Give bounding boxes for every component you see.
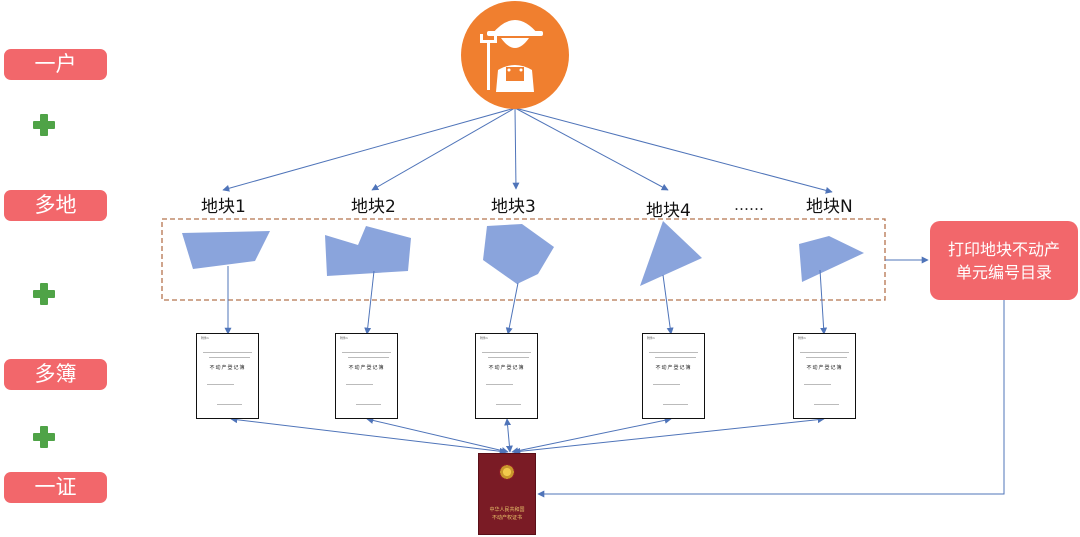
plot-label-n: 地块N xyxy=(806,197,853,217)
callout-line-2: 单元编号目录 xyxy=(955,262,1052,282)
national-emblem-icon xyxy=(499,464,515,480)
plot-shapes xyxy=(182,221,864,286)
register-tag: 附件1 xyxy=(201,336,209,340)
plot-shape-2 xyxy=(325,226,411,276)
label-multi-plot: 多地 xyxy=(4,190,107,221)
plot-label-3: 地块3 xyxy=(491,197,536,217)
register-tag: 附件1 xyxy=(480,336,488,340)
label-one-household: 一户 xyxy=(4,49,107,80)
register-tag: 附件1 xyxy=(798,336,806,340)
register-title: 不动产登记簿 xyxy=(655,365,692,371)
callout-to-certificate-arrow xyxy=(537,300,1005,498)
certificate-line-1: 中华人民共和国 xyxy=(489,507,525,513)
property-certificate: 中华人民共和国 不动产权证书 xyxy=(478,453,536,535)
register-title: 不动产登记簿 xyxy=(488,365,525,371)
print-directory-callout: 打印地块不动产 单元编号目录 xyxy=(930,221,1078,300)
label-one-certificate: 一证 xyxy=(4,472,107,503)
callout-line-1: 打印地块不动产 xyxy=(947,239,1060,259)
plot-shape-n xyxy=(799,236,864,282)
register-tag: 附件1 xyxy=(647,336,655,340)
plot-shape-1 xyxy=(182,231,270,269)
label-multi-register: 多簿 xyxy=(4,359,107,390)
register-book-1: 附件1 不动产登记簿 xyxy=(196,333,259,419)
farmer-icon xyxy=(461,1,569,109)
register-tag: 附件1 xyxy=(340,336,348,340)
register-book-4: 附件1 不动产登记簿 xyxy=(642,333,705,419)
plot-label-2: 地块2 xyxy=(351,197,396,217)
register-book-2: 附件1 不动产登记簿 xyxy=(335,333,398,419)
register-book-3: 附件1 不动产登记簿 xyxy=(475,333,538,419)
plot-label-1: 地块1 xyxy=(201,197,246,217)
register-title: 不动产登记簿 xyxy=(209,365,246,371)
certificate-line-2: 不动产权证书 xyxy=(491,515,522,521)
plot-shape-4 xyxy=(640,221,702,286)
plus-icon xyxy=(33,283,55,305)
plus-icon xyxy=(33,426,55,448)
plus-icon xyxy=(33,114,55,136)
register-book-n: 附件1 不动产登记簿 xyxy=(793,333,856,419)
register-title: 不动产登记簿 xyxy=(348,365,385,371)
plot-shape-3 xyxy=(483,224,554,284)
certificate-register-arrows xyxy=(230,416,825,455)
farmer-to-plot-arrows xyxy=(222,107,833,194)
plot-to-register-arrows xyxy=(224,266,828,335)
ellipsis: …… xyxy=(734,196,764,214)
plot-label-4: 地块4 xyxy=(646,201,691,221)
register-title: 不动产登记簿 xyxy=(806,365,843,371)
